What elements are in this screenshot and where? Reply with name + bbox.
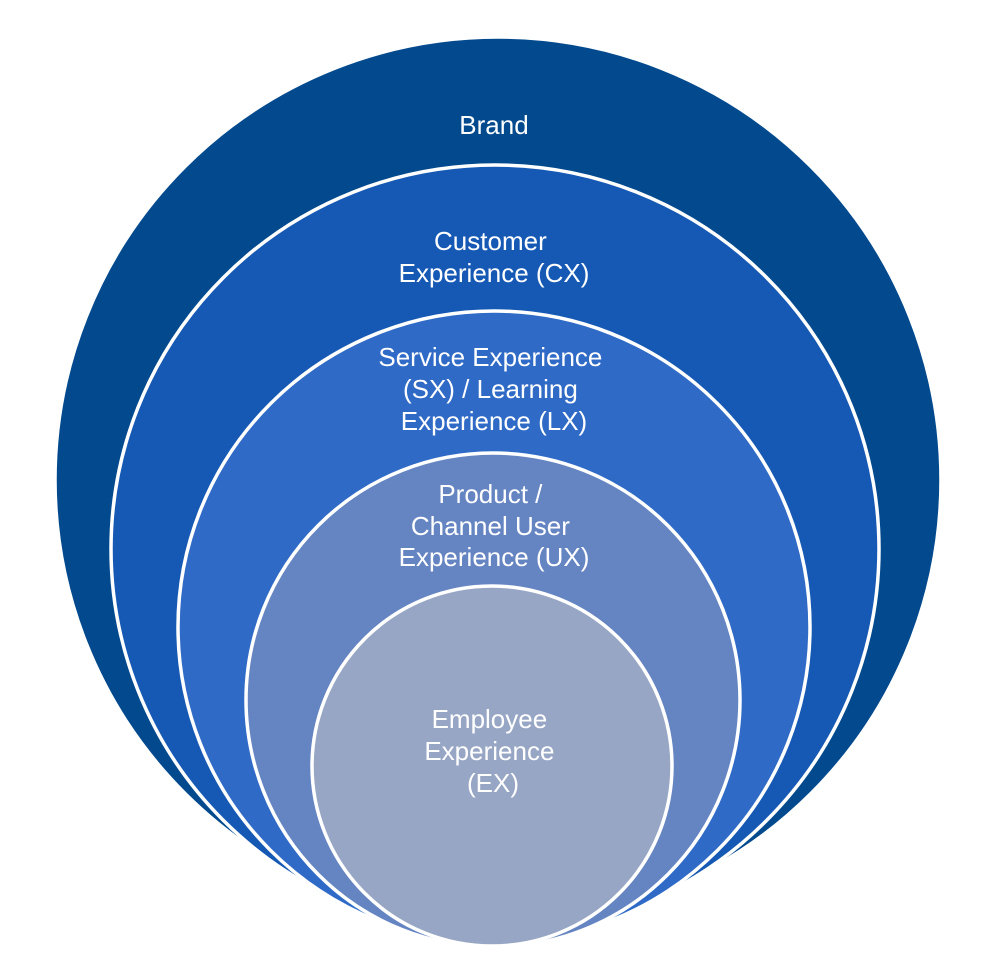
ring-employee-experience: [310, 584, 674, 948]
label-employee-experience: Employee Experience (EX): [424, 704, 561, 798]
ring-employee-experience-circle: [310, 584, 674, 948]
label-brand: Brand: [459, 110, 528, 140]
label-product-channel-ux-line-2: Channel User: [411, 511, 570, 541]
label-service-learning-line-2: (SX) / Learning: [403, 374, 578, 404]
label-service-learning-experience: Service Experience (SX) / Learning Exper…: [378, 342, 609, 436]
label-customer-experience-line-2: Experience (CX): [399, 258, 590, 288]
label-employee-experience-line-1: Employee: [432, 704, 548, 734]
label-service-learning-line-1: Service Experience: [378, 342, 602, 372]
label-customer-experience: Customer Experience (CX): [399, 226, 590, 288]
label-product-channel-ux-line-1: Product /: [438, 479, 543, 509]
label-customer-experience-line-1: Customer: [434, 226, 547, 256]
label-employee-experience-line-2: Experience: [424, 736, 554, 766]
label-product-channel-ux: Product / Channel User Experience (UX): [399, 479, 590, 572]
label-brand-line-1: Brand: [459, 110, 528, 140]
label-service-learning-line-3: Experience (LX): [401, 406, 587, 436]
label-employee-experience-line-3: (EX): [467, 768, 519, 798]
label-product-channel-ux-line-3: Experience (UX): [399, 542, 590, 572]
